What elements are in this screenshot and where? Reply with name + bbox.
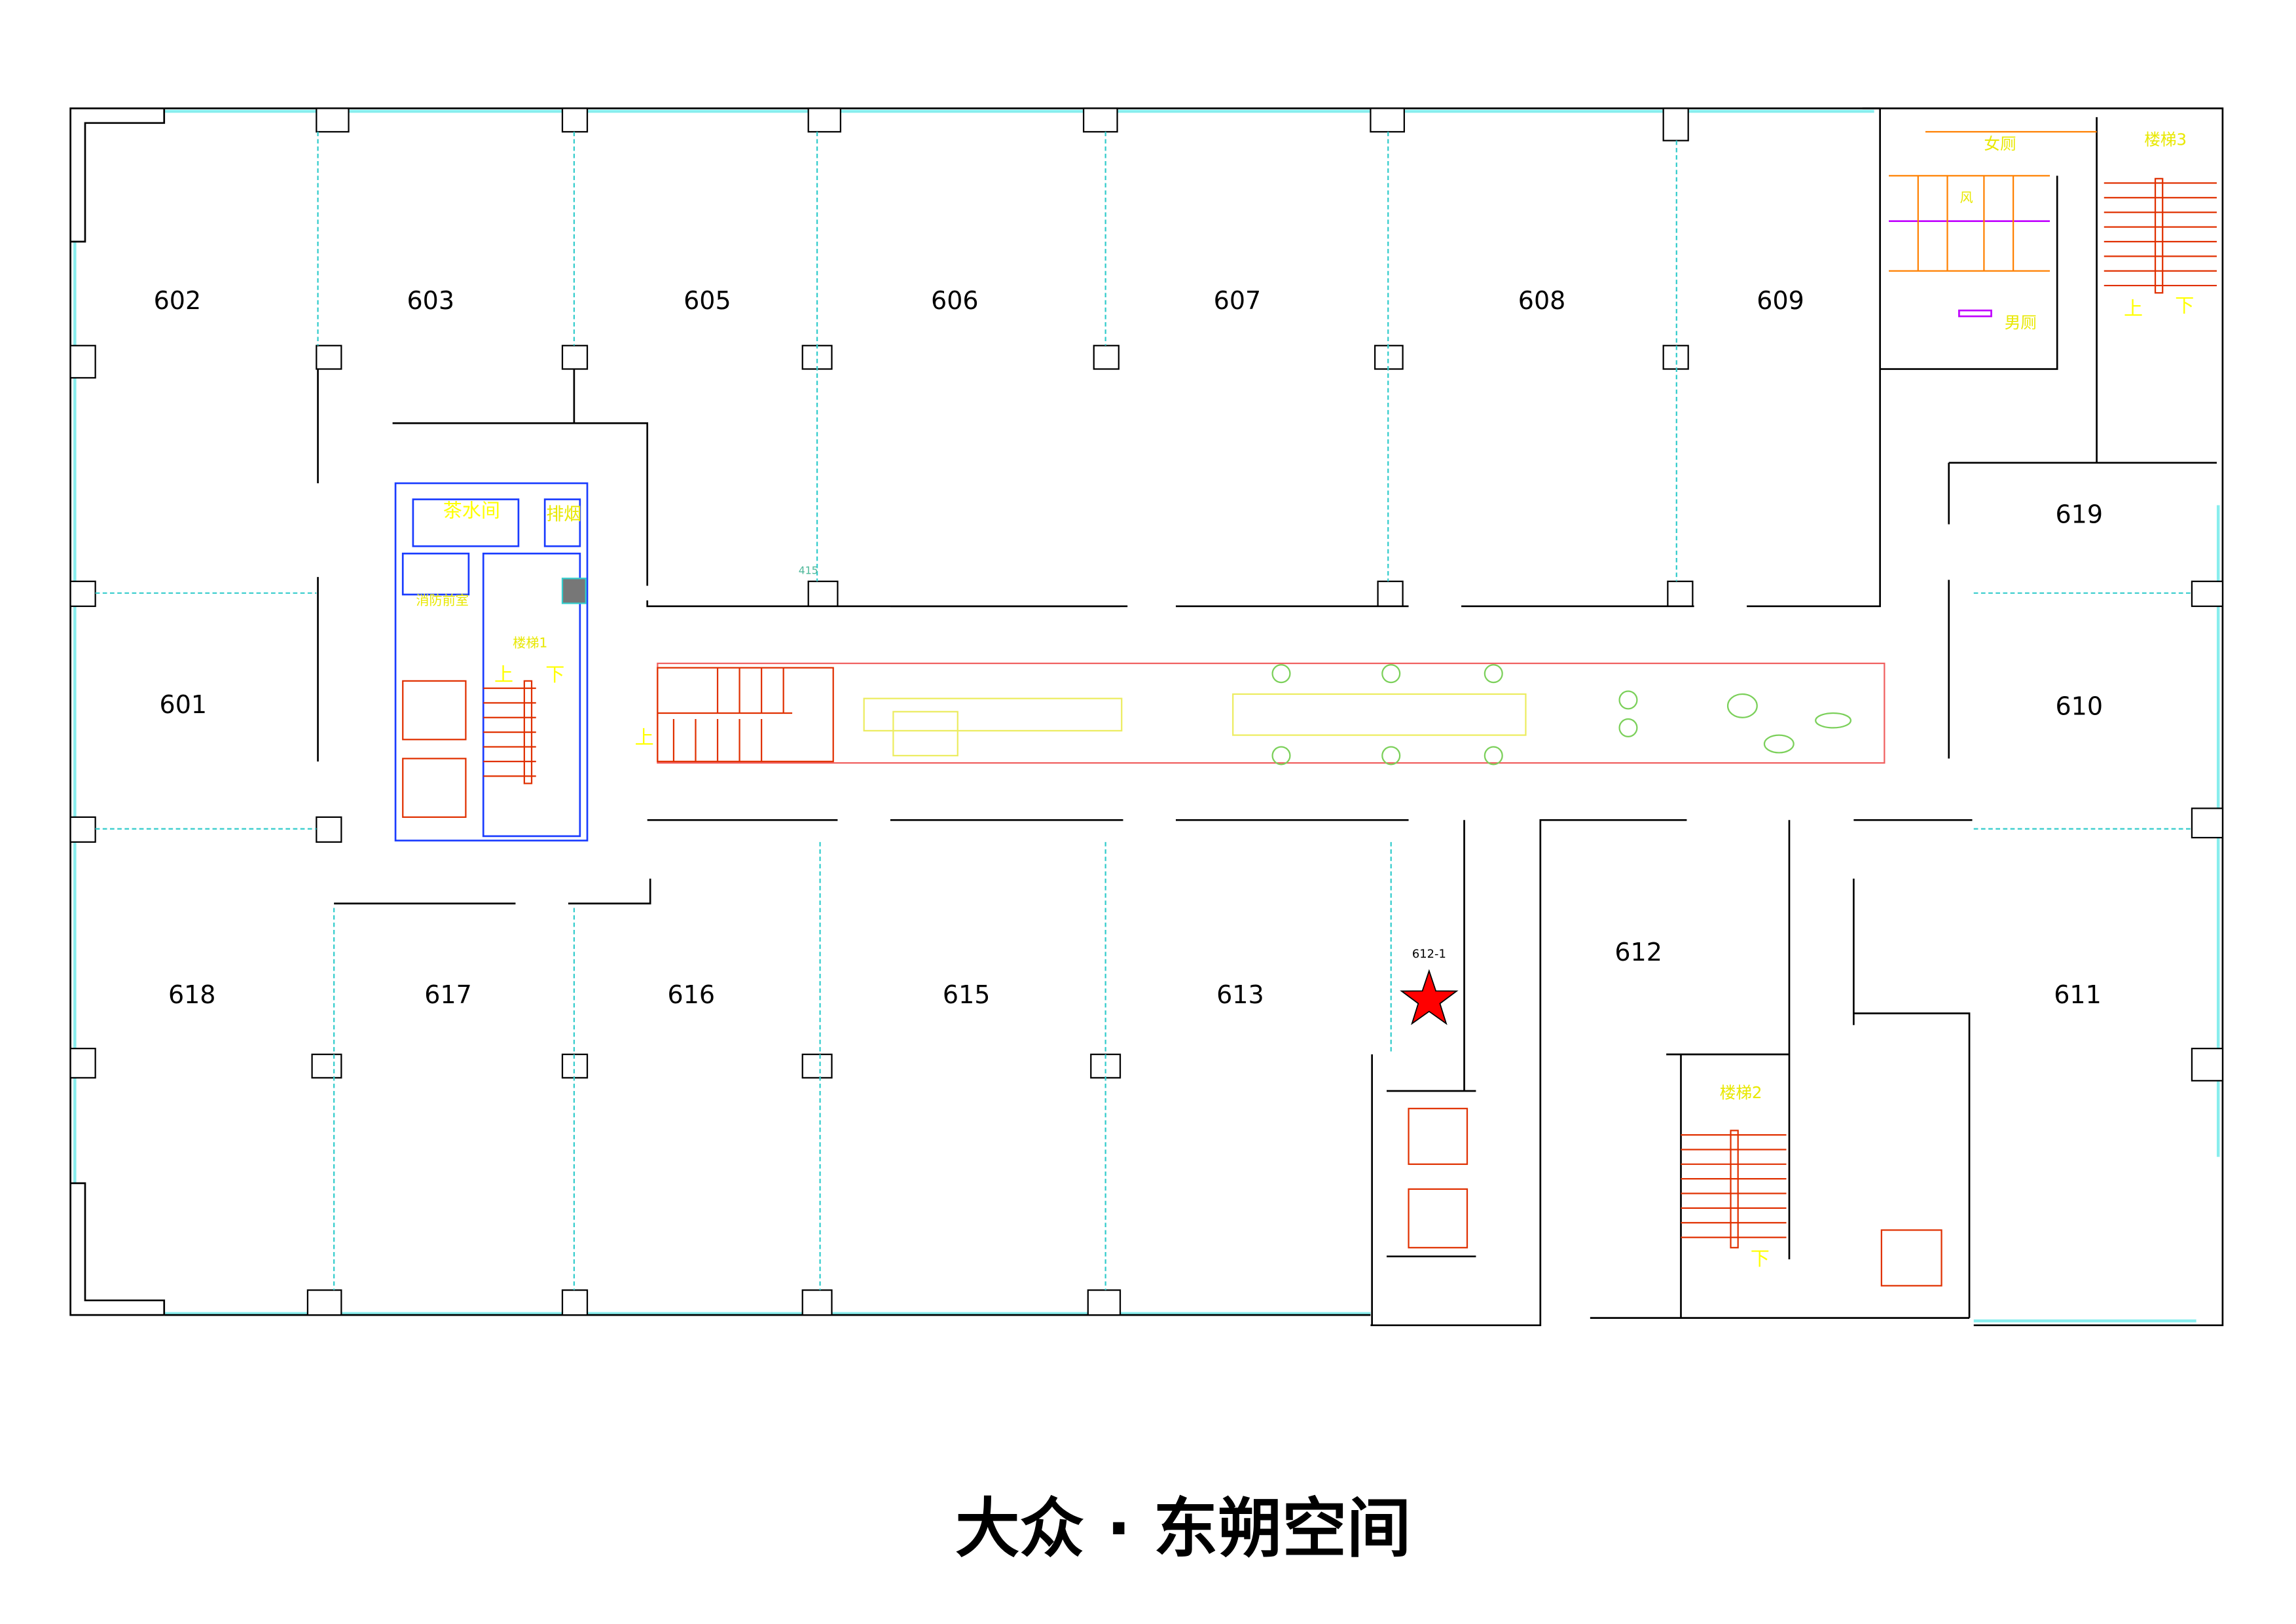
stair-3: 楼梯3 上 下 [2104,130,2217,320]
smoke-exhaust-label: 排烟 [546,504,581,525]
dimension-label: 415 [799,564,818,577]
room-619[interactable]: 619 [2055,500,2103,528]
room-615[interactable]: 615 [943,980,991,1009]
stair-2: 楼梯2 下 [1681,1083,1787,1270]
room-610[interactable]: 610 [2055,692,2103,720]
restrooms: 女厕 男厕 风 [1889,131,2097,332]
mens-restroom-label: 男厕 [2005,313,2037,332]
exterior-walls [69,107,2224,1327]
central-atrium: 上 [635,662,1886,766]
stair3-down-label: 下 [2175,294,2194,316]
stair2-label: 楼梯2 [1720,1083,1762,1102]
room-606[interactable]: 606 [931,286,979,315]
elevators [1408,1107,1942,1287]
wind-label: 风 [1960,190,1973,206]
room-618[interactable]: 618 [168,980,216,1009]
stair3-label: 楼梯3 [2144,130,2187,149]
room-612-1[interactable]: 612-1 [1412,948,1446,961]
room-613[interactable]: 613 [1216,980,1264,1009]
room-609[interactable]: 609 [1757,286,1804,315]
room-605[interactable]: 605 [683,286,731,315]
shaft [561,578,587,604]
down-label: 下 [545,663,564,686]
womens-restroom-label: 女厕 [1984,134,2016,153]
room-617[interactable]: 617 [424,980,472,1009]
room-601[interactable]: 601 [160,690,208,719]
room-607[interactable]: 607 [1214,286,1262,315]
page-title: 大众 · 东朔空间 [955,1492,1411,1566]
room-612[interactable]: 612 [1614,938,1662,967]
room-608[interactable]: 608 [1518,286,1566,315]
room-602[interactable]: 602 [154,286,202,315]
columns [69,107,2224,1316]
fire-lobby-label: 消防前室 [416,593,468,608]
location-star-icon [1400,969,1459,1025]
stair2-down-label: 下 [1751,1247,1770,1270]
room-labels: 602 603 605 606 607 608 609 619 601 610 … [154,286,2103,1009]
glazing [73,109,2220,1323]
room-611[interactable]: 611 [2054,980,2102,1009]
stair3-up-label: 上 [2124,297,2143,320]
atrium-stair-up-label: 上 [635,726,654,748]
core-block: 茶水间 排烟 消防前室 楼梯1 上 下 [394,482,589,841]
up-label: 上 [494,663,513,686]
room-603[interactable]: 603 [407,286,454,315]
corridor-walls [317,108,2217,1325]
tea-room-label: 茶水间 [443,499,500,521]
room-616[interactable]: 616 [668,980,716,1009]
glass-partitions [95,132,2192,1291]
stair1-label: 楼梯1 [513,635,547,650]
